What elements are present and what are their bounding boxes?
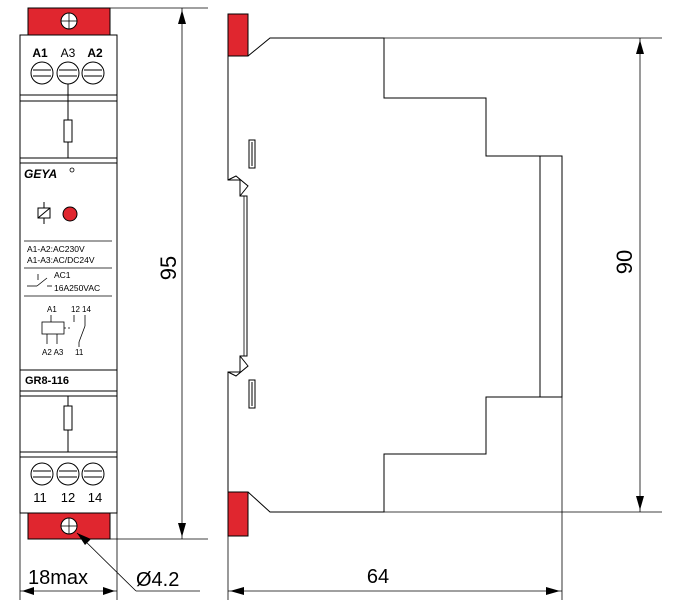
terminal-label-a3: A3 bbox=[61, 46, 76, 60]
front-dimensions: 95 18max Ø4.2 bbox=[19, 7, 208, 600]
side-bottom-latch bbox=[248, 379, 256, 409]
svg-text:12: 12 bbox=[71, 305, 80, 314]
height-body-label: 90 bbox=[612, 250, 637, 274]
svg-text:A1: A1 bbox=[47, 305, 57, 314]
top-fuse-symbol bbox=[63, 119, 73, 143]
front-view: A1 A3 A2 GEYA bbox=[19, 7, 118, 540]
side-view bbox=[227, 13, 563, 537]
side-bottom-clip bbox=[227, 491, 249, 537]
terminal-label-14: 14 bbox=[88, 490, 102, 505]
bottom-terminal-screws bbox=[30, 462, 105, 486]
coil-indicator-icon bbox=[37, 202, 51, 224]
voltage-spec-2: A1-A3:AC/DC24V bbox=[27, 255, 95, 265]
bottom-fuse-symbol bbox=[63, 405, 73, 431]
side-top-clip bbox=[227, 13, 249, 57]
brand-logo: GEYA bbox=[24, 167, 57, 181]
model-number: GR8-116 bbox=[25, 375, 69, 387]
contact-rating: 16A250VAC bbox=[54, 283, 100, 293]
terminal-label-12: 12 bbox=[61, 490, 75, 505]
height-total-label: 95 bbox=[156, 256, 181, 280]
depth-label: 64 bbox=[367, 566, 389, 588]
voltage-spec-1: A1-A2:AC230V bbox=[27, 244, 85, 254]
terminal-label-a1: A1 bbox=[32, 46, 48, 60]
contact-symbol-icon bbox=[27, 274, 52, 287]
hole-diameter-label: Ø4.2 bbox=[136, 569, 179, 591]
wiring-schematic: A1 12 14 A2 A3 11 bbox=[41, 305, 91, 357]
contact-class: AC1 bbox=[54, 270, 71, 280]
width-label: 18max bbox=[28, 567, 88, 589]
svg-text:11: 11 bbox=[75, 348, 84, 357]
terminal-label-a2: A2 bbox=[87, 46, 103, 60]
svg-text:14: 14 bbox=[82, 305, 91, 314]
terminal-label-11: 11 bbox=[33, 490, 47, 505]
status-led bbox=[62, 206, 78, 222]
side-dimensions: 90 64 bbox=[227, 37, 662, 600]
side-top-latch bbox=[248, 139, 256, 169]
top-terminal-screws bbox=[30, 61, 105, 85]
svg-text:A2 A3: A2 A3 bbox=[42, 348, 64, 357]
